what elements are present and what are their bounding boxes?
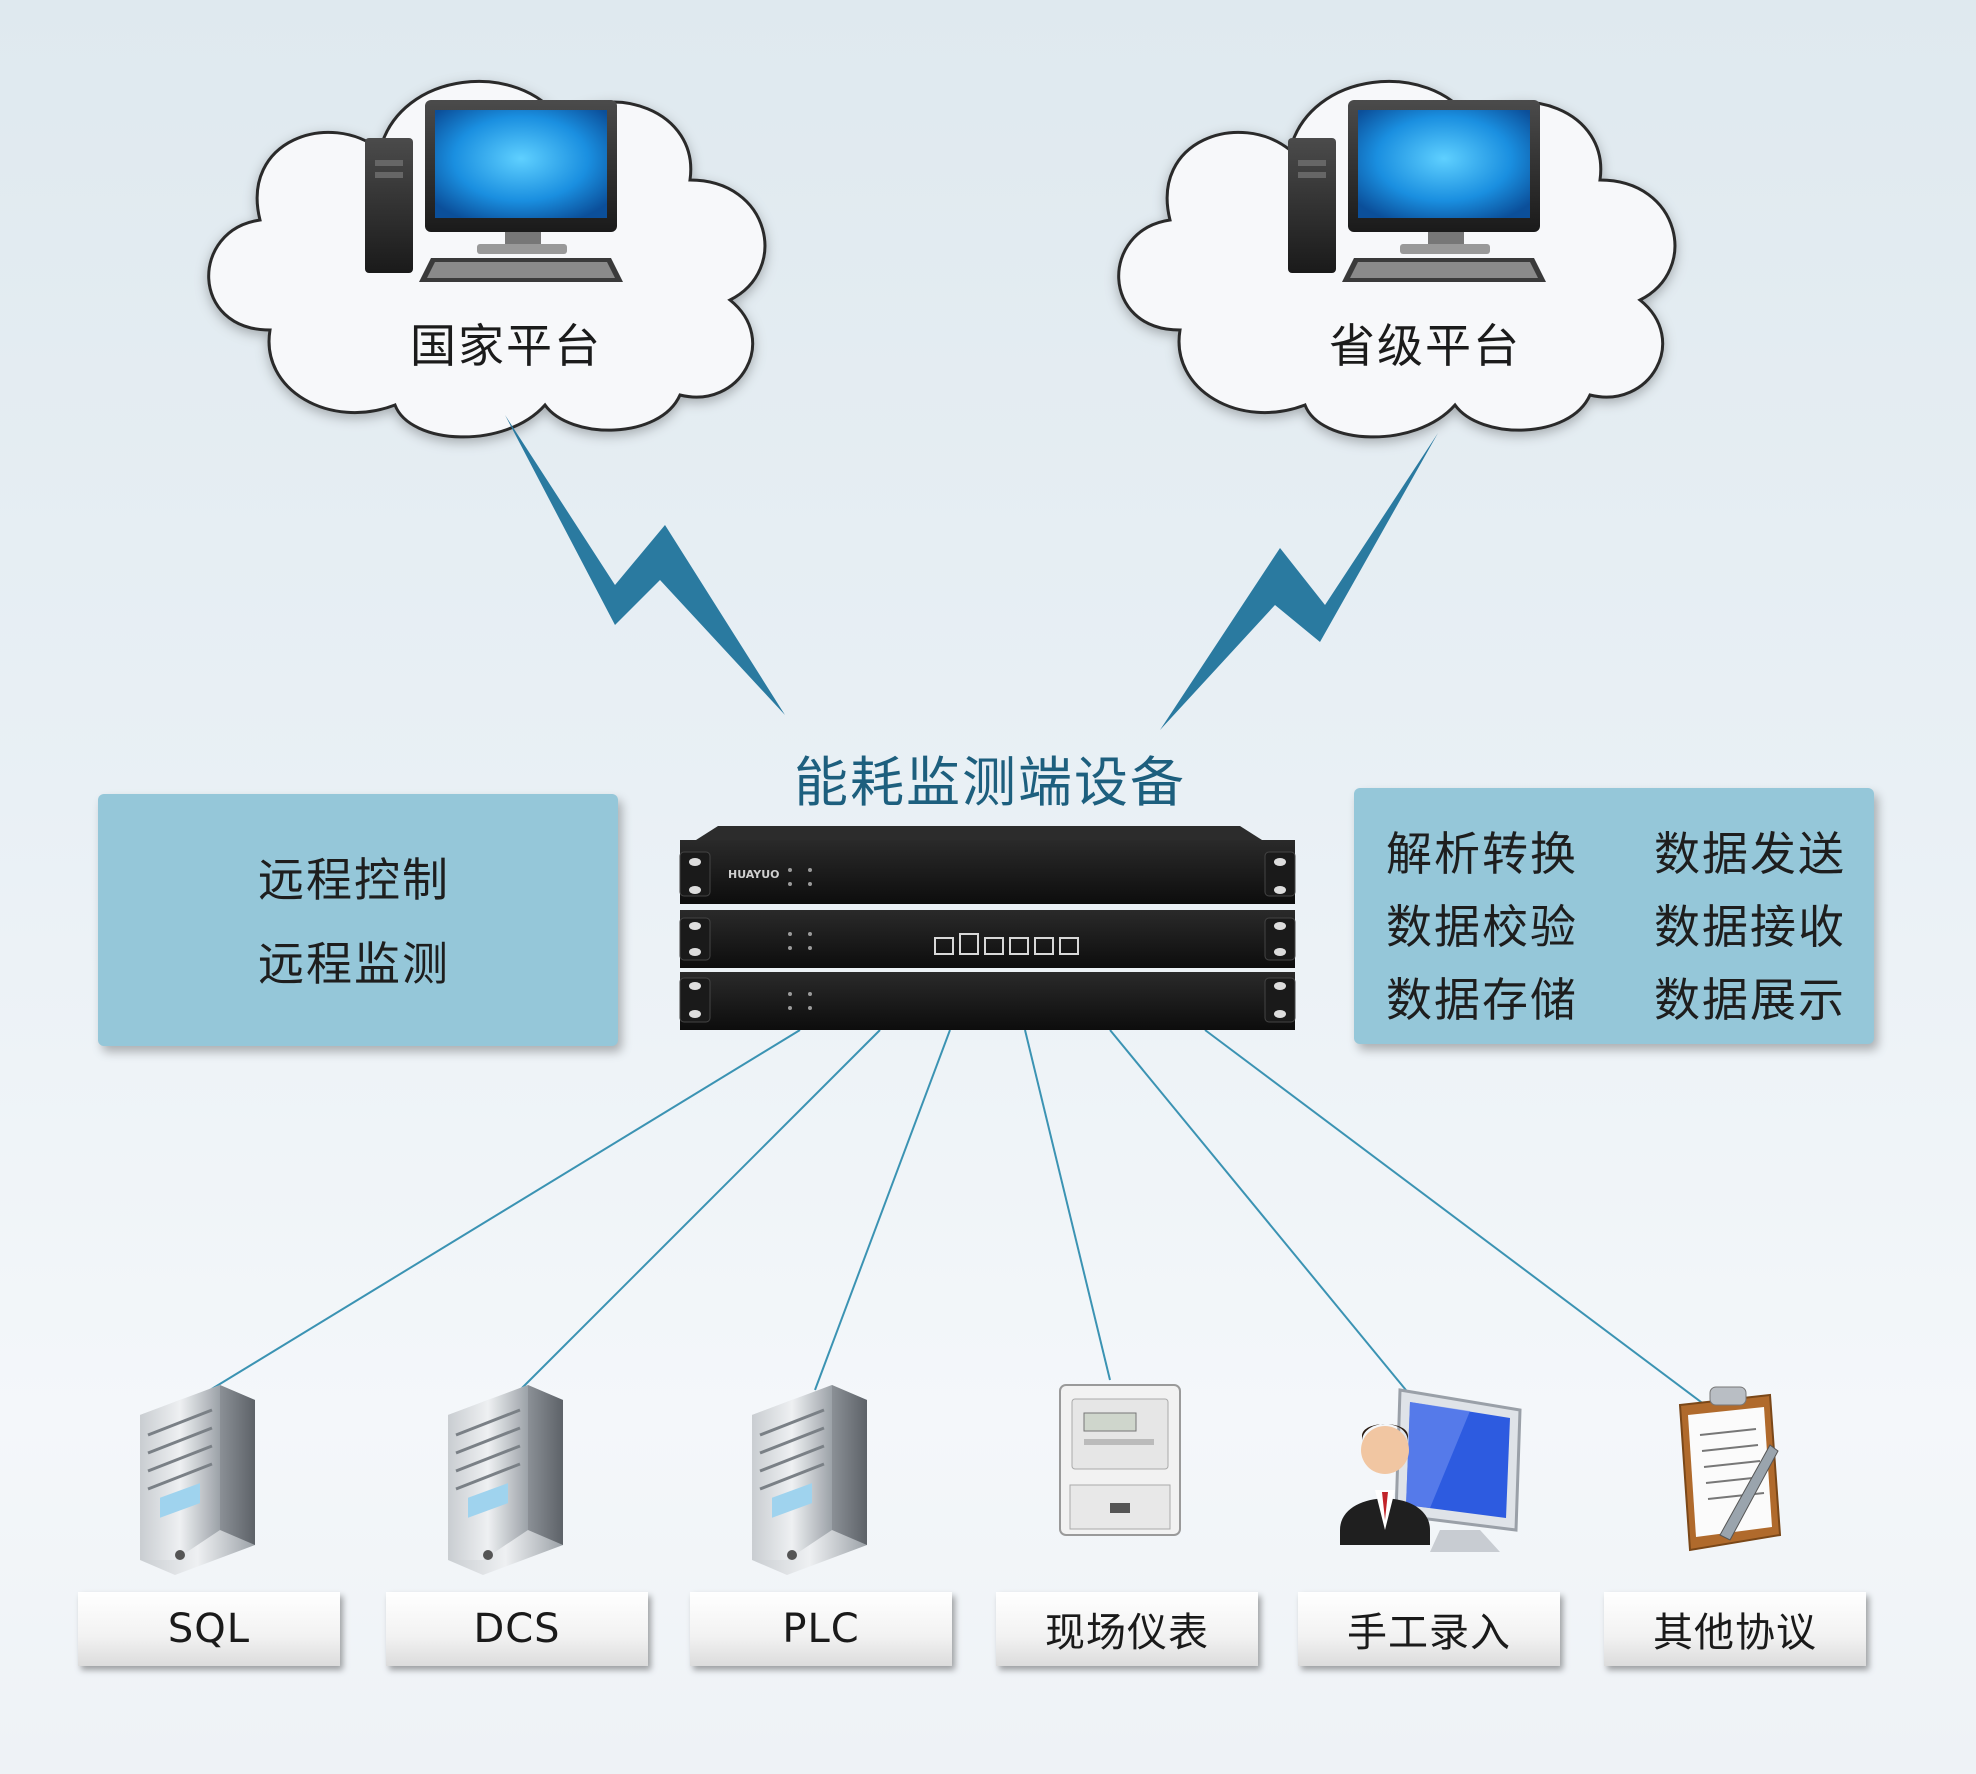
electric-meter-icon (1059, 1384, 1181, 1536)
source-label-plc: PLC (690, 1592, 952, 1666)
server-tower-icon (752, 1385, 867, 1575)
source-label-field-meter: 现场仪表 (996, 1592, 1258, 1666)
desktop-computer-icon (365, 100, 623, 282)
ethernet-ports (934, 933, 1079, 955)
device-brand: HUAYUO (728, 868, 780, 881)
rack-unit: HUAYUO (679, 840, 1296, 904)
server-tower-icon (448, 1385, 563, 1575)
desktop-computer-icon (1288, 100, 1546, 282)
rack-unit (679, 972, 1296, 1030)
user-computer-icon (1340, 1388, 1522, 1552)
energy-monitoring-device: HUAYUO (679, 826, 1296, 1030)
remote-functions-panel: 远程控制 远程监测 (98, 794, 618, 1046)
panel-item: 数据展示 (1654, 973, 1846, 1027)
clipboard-icon (1678, 1386, 1782, 1552)
source-label-manual-entry: 手工录入 (1298, 1592, 1560, 1666)
panel-item: 数据接收 (1654, 900, 1846, 954)
server-tower-icon (140, 1385, 255, 1575)
panel-item: 解析转换 (1386, 827, 1578, 881)
panel-item: 远程监测 (258, 937, 450, 991)
panel-item: 数据发送 (1654, 827, 1846, 881)
connection-lines (209, 1029, 1706, 1406)
panel-item: 数据存储 (1386, 973, 1578, 1027)
panel-item: 远程控制 (258, 853, 450, 907)
lightning-icon (1160, 433, 1438, 730)
source-label-sql: SQL (78, 1592, 340, 1666)
source-label-dcs: DCS (386, 1592, 648, 1666)
source-label-other-protocol: 其他协议 (1604, 1592, 1866, 1666)
national-platform-label: 国家平台 (410, 319, 602, 373)
data-functions-panel: 解析转换 数据发送 数据校验 数据接收 数据存储 数据展示 (1354, 788, 1874, 1044)
rack-unit (679, 910, 1296, 968)
panel-item: 数据校验 (1386, 900, 1578, 954)
lightning-icon (505, 415, 785, 715)
device-title: 能耗监测端设备 (794, 751, 1186, 814)
provincial-platform-label: 省级平台 (1329, 319, 1521, 373)
